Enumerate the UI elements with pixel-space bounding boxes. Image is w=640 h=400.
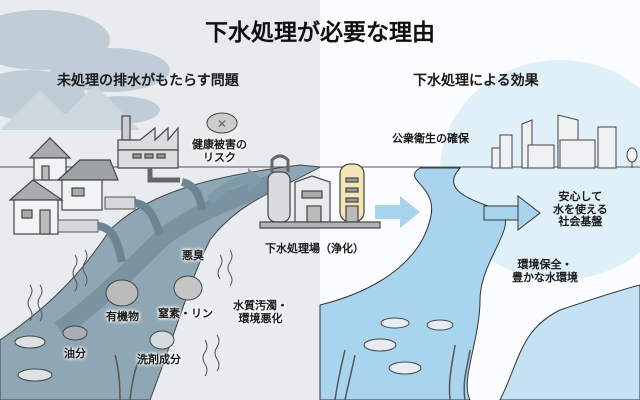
stink-lines-icon xyxy=(27,249,233,377)
label-environment: 環境保全・ 豊かな水環境 xyxy=(512,258,578,284)
wilted-plant-icon xyxy=(114,354,139,400)
dead-fish-icon xyxy=(14,335,53,382)
label-detergent: 洗剤成分 xyxy=(137,353,181,366)
factory-icon xyxy=(117,115,180,183)
treatment-plant-icon xyxy=(259,154,381,229)
label-health-risk: 健康被害の リスク xyxy=(192,138,247,164)
arrow-to-plant xyxy=(206,168,264,204)
seaweed-icon xyxy=(334,344,471,400)
svg-text:✕: ✕ xyxy=(217,117,227,131)
right-panel-heading: 下水処理による効果 xyxy=(413,73,539,89)
smog-cloud-icon xyxy=(0,10,170,130)
label-odor: 悪臭 xyxy=(182,249,204,262)
label-treatment-plant: 下水処理場（浄化） xyxy=(265,242,364,255)
label-public-health: 公衆衛生の確保 xyxy=(392,132,469,145)
left-panel-heading: 未処理の排水がもたらす問題 xyxy=(57,73,239,89)
label-organic-matter: 有機物 xyxy=(106,310,139,323)
label-oil: 油分 xyxy=(64,347,86,360)
page-title: 下水処理が必要な理由 xyxy=(205,20,435,46)
city-skyline-icon xyxy=(491,114,638,169)
arrow-to-society xyxy=(483,194,541,232)
arrow-from-plant xyxy=(375,196,420,228)
pollutant-blobs xyxy=(62,275,203,350)
healthy-fish-icon xyxy=(363,317,454,375)
label-nitrogen-phosphorus: 窒素・リン xyxy=(158,307,213,320)
house-icon xyxy=(8,137,119,235)
label-water-pollution: 水質汚濁・ 環境悪化 xyxy=(233,299,288,325)
label-safe-water: 安心して 水を使える 社会基盤 xyxy=(553,190,608,229)
clean-river-right xyxy=(499,284,640,400)
hazard-cloud-icon: ✕ xyxy=(206,112,238,134)
outflow-pipes xyxy=(57,178,206,263)
